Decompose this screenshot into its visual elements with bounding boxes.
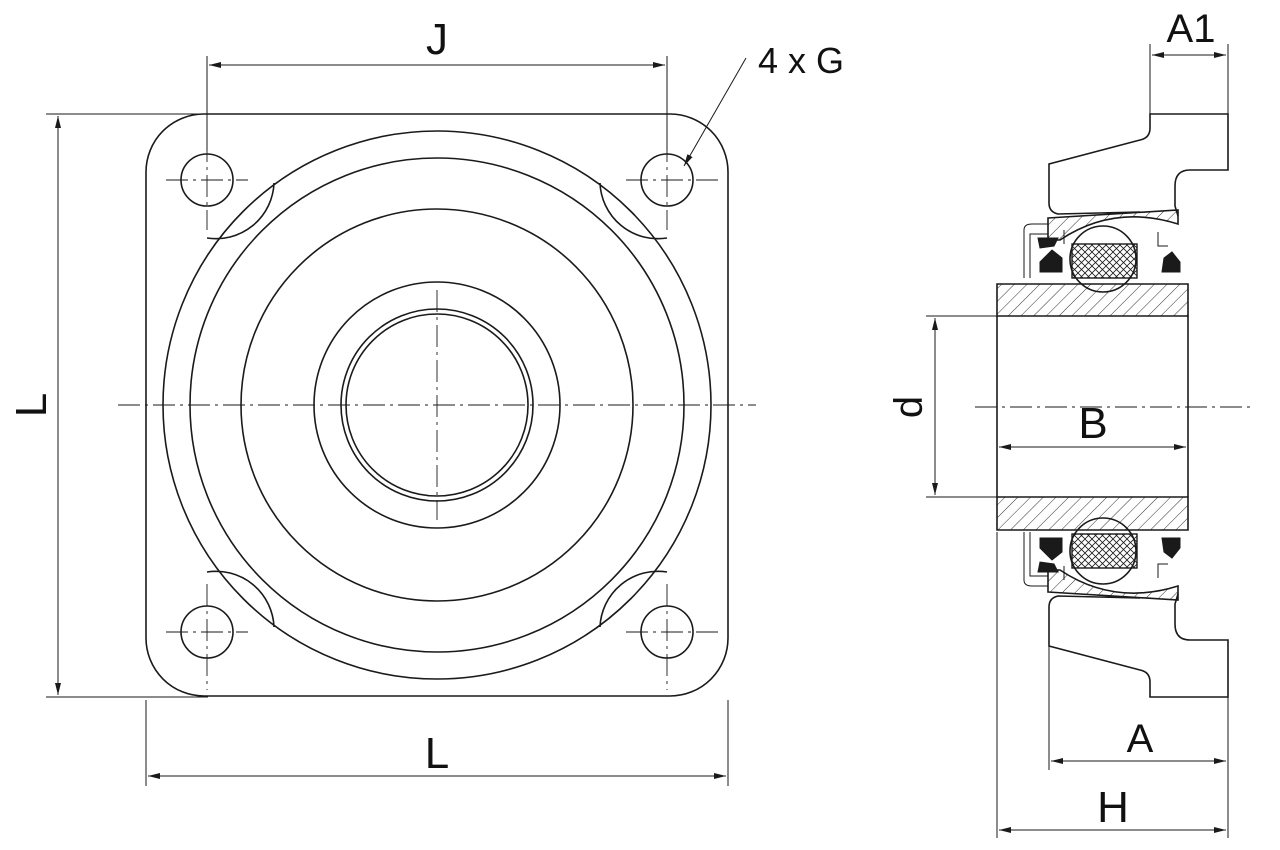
inner-ring-bottom	[996, 496, 1189, 531]
seals-bottom	[1023, 532, 1181, 587]
outer-ring-top	[1047, 209, 1179, 241]
dimension-l-horizontal: L	[145, 700, 729, 786]
dimension-d: d	[887, 315, 1000, 498]
label-a: A	[1127, 717, 1154, 761]
inner-ring-top	[996, 283, 1189, 317]
dimension-h: H	[996, 532, 1226, 838]
outer-ring-bottom	[1047, 569, 1179, 601]
housing-section-bottom	[1048, 593, 1229, 698]
housing-section-top	[1048, 113, 1229, 217]
cage-bottom	[1071, 533, 1138, 569]
dimension-a: A	[1048, 610, 1229, 838]
dimension-a1: A1	[1149, 7, 1229, 114]
label-d: d	[887, 396, 931, 418]
label-l-vertical: L	[7, 393, 56, 417]
seals-top	[1023, 223, 1181, 278]
cage-top	[1071, 243, 1138, 279]
dimension-b: B	[999, 399, 1186, 450]
front-view: J 4 x G L L	[7, 15, 844, 786]
dimension-l-vertical: L	[7, 113, 208, 698]
label-l-horizontal: L	[425, 729, 449, 778]
front-centerlines	[118, 140, 756, 690]
label-holes: 4 x G	[758, 40, 844, 81]
label-h: H	[1097, 783, 1129, 832]
dimension-holes: 4 x G	[683, 40, 844, 167]
section-view: A1 d B A H	[887, 7, 1250, 838]
dimension-j: J	[206, 15, 668, 150]
label-j: J	[426, 15, 448, 64]
label-a1: A1	[1167, 7, 1216, 51]
label-b: B	[1078, 399, 1107, 448]
